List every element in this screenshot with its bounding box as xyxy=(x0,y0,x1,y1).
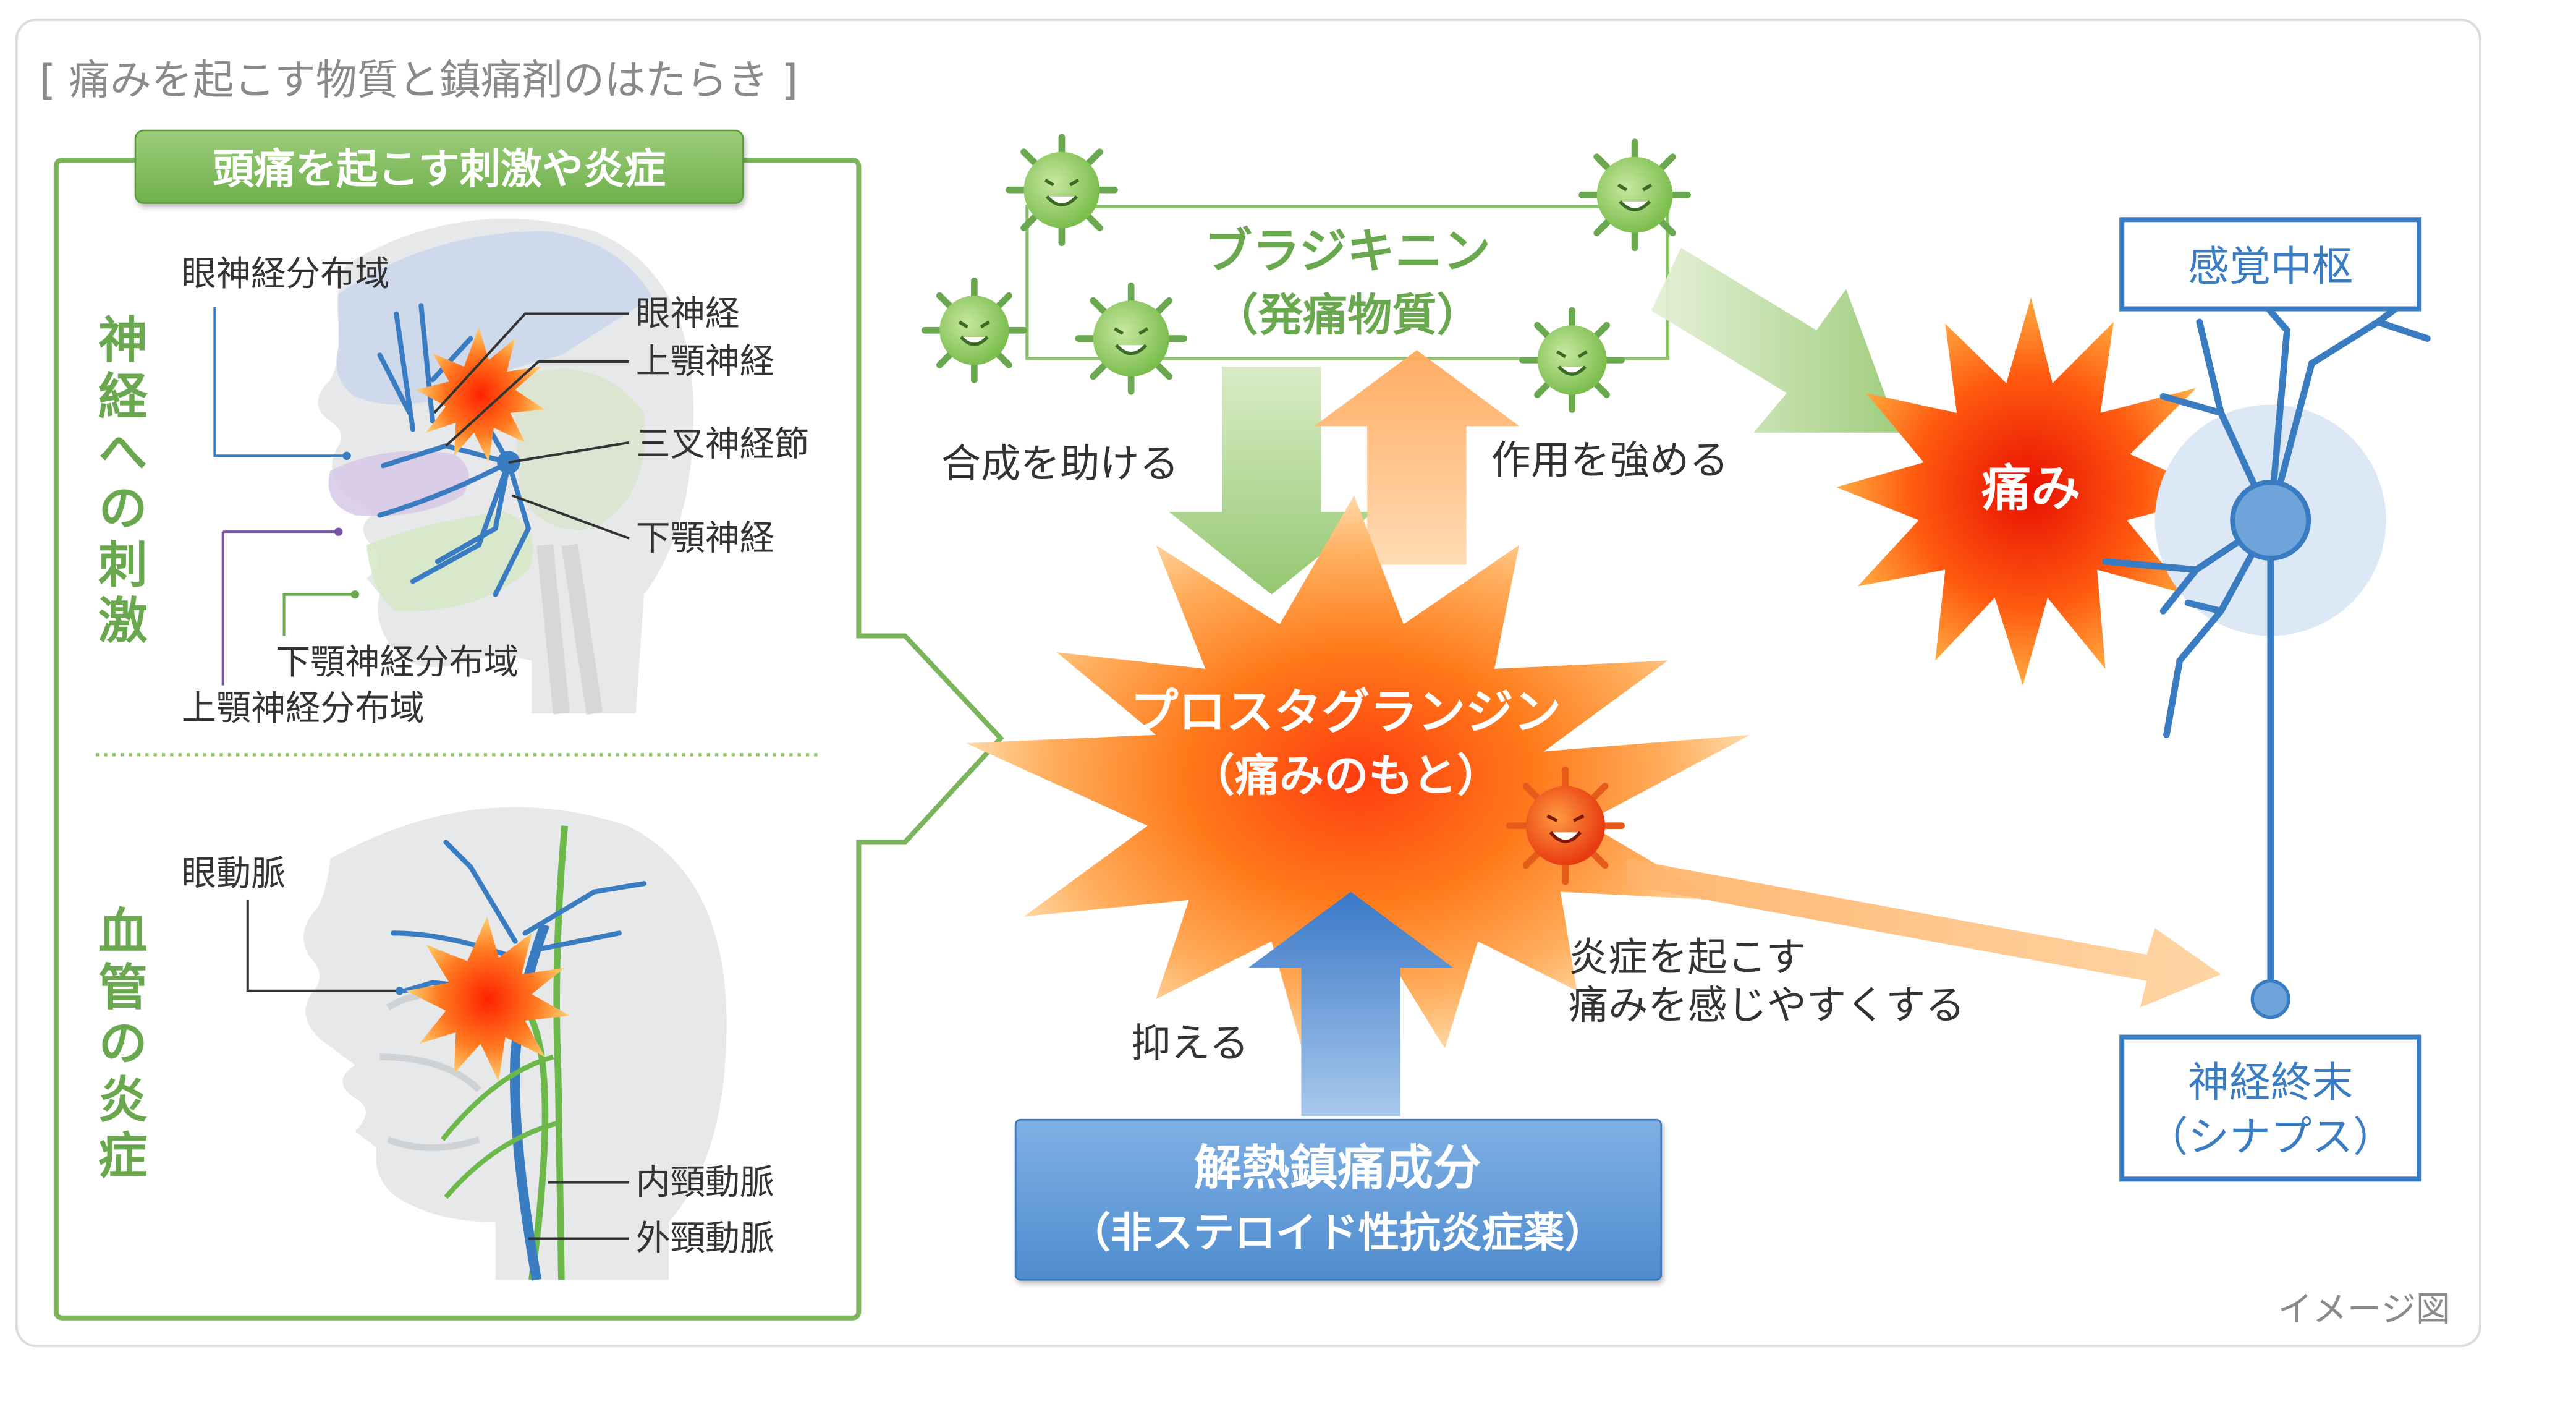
germ-green-icon xyxy=(1075,282,1188,395)
arrow-inflammation xyxy=(1626,859,2221,1008)
label-maxillary-area: 上顎神経分布域 xyxy=(182,689,425,729)
sensory-center-box xyxy=(2119,217,2422,312)
sensory-center-label: 感覚中枢 xyxy=(2188,242,2353,291)
label-trigeminal-ganglion: 三叉神経節 xyxy=(636,424,809,464)
head-skull-icon xyxy=(303,807,727,1281)
stimulus-badge-label: 頭痛を起こす刺激や炎症 xyxy=(213,145,666,194)
label-ophthalmic-artery: 眼動脈 xyxy=(182,854,286,894)
label-inflammation-1: 炎症を起こす xyxy=(1569,935,1805,981)
label-mandibular-area: 下顎神経分布域 xyxy=(276,642,519,683)
label-maxillary-nerve: 上顎神経 xyxy=(636,342,774,382)
prostaglandin-sub: （痛みのもと） xyxy=(1190,751,1501,802)
label-eye-nerve: 眼神経 xyxy=(636,294,740,334)
drug-sub: （非ステロイド性抗炎症薬） xyxy=(1069,1209,1606,1257)
image-note: イメージ図 xyxy=(2278,1290,2451,1330)
nerve-ending-box xyxy=(2119,1034,2422,1182)
label-external-carotid: 外頸動脈 xyxy=(636,1218,774,1259)
section-nerve-label: 神経への刺激 xyxy=(90,314,148,651)
germ-green-icon xyxy=(1519,307,1625,413)
arrow-strengthen xyxy=(1314,350,1520,565)
label-mandibular-nerve: 下顎神経 xyxy=(636,519,774,559)
prostaglandin-burst-icon xyxy=(966,495,1751,1057)
label-strengthen: 作用を強める xyxy=(1491,438,1729,484)
stimulus-badge xyxy=(134,129,744,204)
germ-green-icon xyxy=(921,277,1027,383)
bradykinin-name: ブラジキニン xyxy=(1205,224,1491,279)
neuron-icon xyxy=(2102,294,2431,1019)
section-vessel-label: 血管の炎症 xyxy=(90,905,148,1186)
label-internal-carotid: 内頸動脈 xyxy=(636,1162,774,1202)
head-profile-icon xyxy=(318,218,694,715)
vessel-burst-icon xyxy=(406,916,570,1082)
nerve-ending-label-1: 神経終末 xyxy=(2188,1058,2353,1107)
pain-burst-icon xyxy=(1836,297,2221,686)
bradykinin-sub: （発痛物質） xyxy=(1214,289,1481,341)
label-inflammation-2: 痛みを感じやすくする xyxy=(1569,982,1965,1029)
drug-box xyxy=(1014,1118,1663,1281)
arrow-suppress xyxy=(1248,891,1454,1116)
nerve-ending-label-2: （シナプス） xyxy=(2146,1113,2394,1161)
label-suppress: 抑える xyxy=(1131,1021,1248,1067)
germ-green-icon xyxy=(1578,138,1691,252)
drug-name: 解熱鎮痛成分 xyxy=(1194,1140,1481,1196)
page-title: [ 痛みを起こす物質と鎮痛剤のはたらき ] xyxy=(40,56,798,104)
burst-icon xyxy=(416,326,545,462)
label-help-synthesis: 合成を助ける xyxy=(941,441,1179,487)
left-panel-frame xyxy=(53,158,1004,1321)
pain-label: 痛み xyxy=(1981,459,2080,517)
germ-green-icon xyxy=(1006,134,1118,247)
germ-red-icon xyxy=(1506,766,1625,885)
label-eye-nerve-area: 眼神経分布域 xyxy=(182,254,390,294)
prostaglandin-name: プロスタグランジン xyxy=(1130,684,1561,740)
arrow-to-pain xyxy=(1651,247,1899,433)
arrow-help-synthesis xyxy=(1169,367,1374,595)
